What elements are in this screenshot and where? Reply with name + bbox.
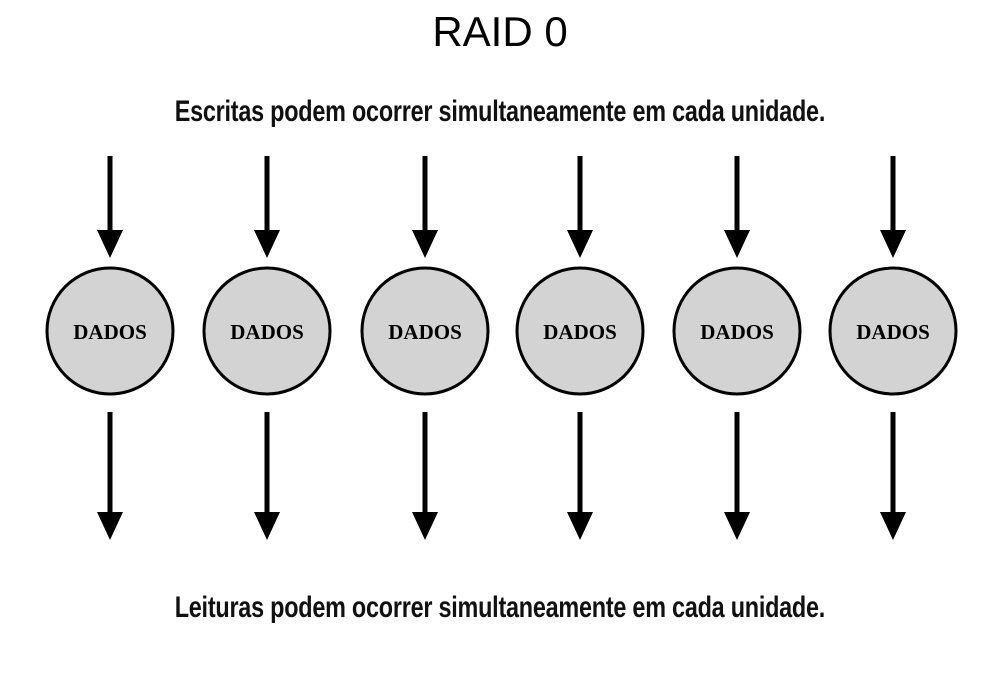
disk-6-label: DADOS — [856, 320, 930, 344]
write-arrow-4-head — [567, 230, 593, 258]
reads-caption-text: Leituras podem ocorrer simultaneamente e… — [174, 591, 826, 624]
write-arrow-5-head — [724, 230, 750, 258]
disk-6: DADOS — [828, 266, 958, 396]
disk-3-label: DADOS — [388, 320, 462, 344]
read-arrow-5 — [724, 412, 750, 540]
disk-4: DADOS — [515, 266, 645, 396]
write-arrow-5 — [724, 156, 750, 258]
disk-2-label: DADOS — [230, 320, 304, 344]
write-arrow-3-head — [412, 230, 438, 258]
read-arrow-6 — [880, 412, 906, 540]
write-arrow-3 — [412, 156, 438, 258]
write-arrow-2 — [254, 156, 280, 258]
disk-2: DADOS — [202, 266, 332, 396]
writes-caption-text: Escritas podem ocorrer simultaneamente e… — [174, 95, 826, 128]
read-arrow-2 — [254, 412, 280, 540]
read-arrow-2-head — [254, 512, 280, 540]
write-arrow-6-head — [880, 230, 906, 258]
read-arrow-3 — [412, 412, 438, 540]
disk-4-label: DADOS — [543, 320, 617, 344]
disk-5-label: DADOS — [700, 320, 774, 344]
read-arrow-4-head — [567, 512, 593, 540]
read-arrow-1 — [97, 412, 123, 540]
disk-1-circle — [45, 266, 175, 396]
disk-6-circle — [828, 266, 958, 396]
read-arrow-3-head — [412, 512, 438, 540]
reads-caption: Leituras podem ocorrer simultaneamente e… — [0, 586, 1000, 630]
disk-4-circle — [515, 266, 645, 396]
disk-1: DADOS — [45, 266, 175, 396]
read-arrow-1-head — [97, 512, 123, 540]
diagram-title: RAID 0 — [432, 8, 568, 55]
disk-3: DADOS — [360, 266, 490, 396]
read-arrow-5-head — [724, 512, 750, 540]
disk-5: DADOS — [672, 266, 802, 396]
writes-caption: Escritas podem ocorrer simultaneamente e… — [0, 90, 1000, 134]
disk-5-circle — [672, 266, 802, 396]
disk-1-label: DADOS — [73, 320, 147, 344]
write-arrow-4 — [567, 156, 593, 258]
disk-3-circle — [360, 266, 490, 396]
write-arrow-6 — [880, 156, 906, 258]
write-arrow-1-head — [97, 230, 123, 258]
write-arrow-2-head — [254, 230, 280, 258]
write-arrow-1 — [97, 156, 123, 258]
disk-2-circle — [202, 266, 332, 396]
read-arrow-4 — [567, 412, 593, 540]
read-arrow-6-head — [880, 512, 906, 540]
